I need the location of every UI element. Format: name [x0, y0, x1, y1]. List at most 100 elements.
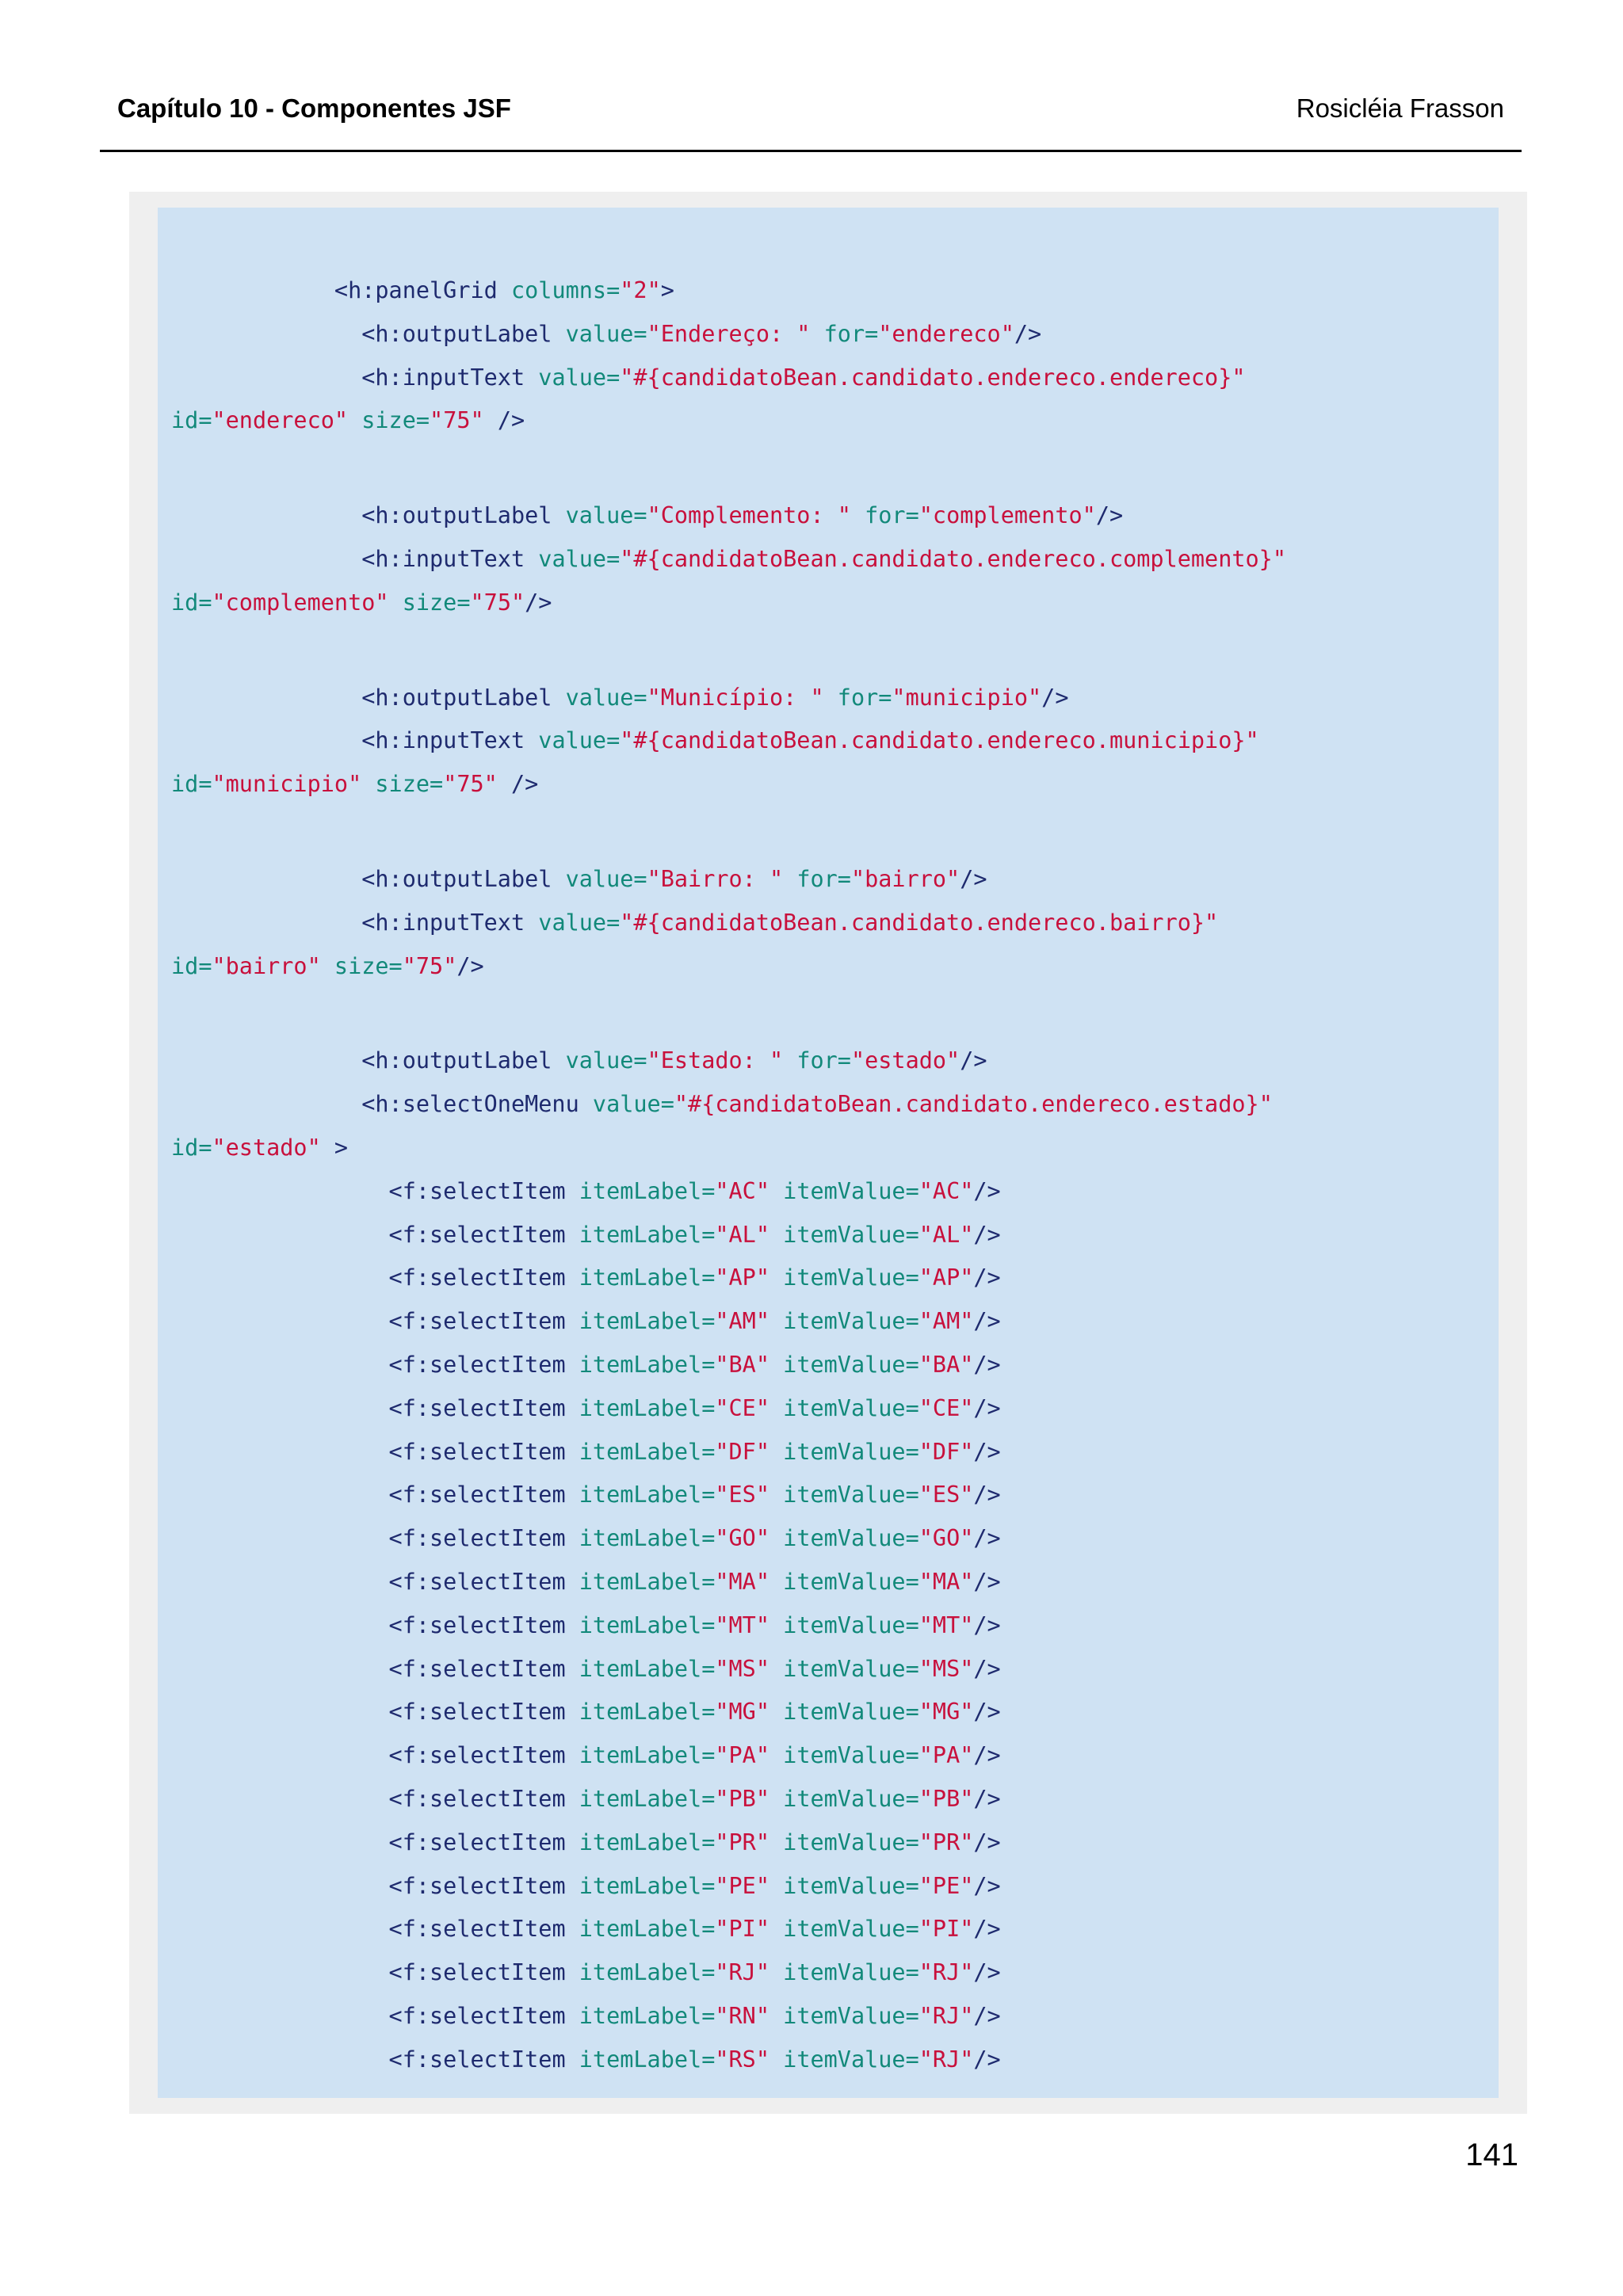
code-value: "ES": [918, 1482, 974, 1508]
code-tag: />: [973, 1959, 1001, 1986]
code-tag: <f:selectItem: [388, 1916, 579, 1943]
code-tag: />: [973, 1699, 1001, 1726]
code-value: "RS": [715, 2046, 784, 2073]
code-value: "ES": [715, 1482, 784, 1508]
code-tag: />: [973, 1785, 1001, 1812]
blank-line: [171, 988, 1487, 1039]
code-value: "2": [620, 277, 661, 303]
code-attribute: itemLabel=: [579, 1177, 716, 1204]
code-tag: <h:outputLabel: [361, 865, 566, 892]
code-line: <h:outputLabel value="Complemento: " for…: [171, 494, 1487, 538]
code-line: <h:outputLabel value="Bairro: " for="bai…: [171, 858, 1487, 902]
code-value: "estado": [212, 1134, 334, 1161]
code-tag: />: [1041, 684, 1069, 711]
code-value: "CE": [715, 1394, 784, 1421]
code-attribute: value=: [538, 909, 621, 936]
code-line: <h:inputText value="#{candidatoBean.cand…: [171, 902, 1487, 945]
code-attribute: itemValue=: [783, 1611, 919, 1638]
code-value: "75": [402, 952, 457, 979]
code-attribute: value=: [538, 545, 621, 572]
code-value: "endereco": [878, 320, 1014, 347]
code-tag: <f:selectItem: [388, 1221, 579, 1248]
code-attribute: itemLabel=: [579, 1699, 716, 1726]
code-value: "MS": [918, 1655, 974, 1682]
code-tag: />: [973, 1308, 1001, 1335]
code-attribute: itemValue=: [783, 1655, 919, 1682]
code-value: "AM": [918, 1308, 974, 1335]
code-attribute: id=: [171, 407, 212, 434]
code-line: <h:inputText value="#{candidatoBean.cand…: [171, 538, 1487, 582]
code-tag: />: [973, 1264, 1001, 1291]
code-value: "MT": [715, 1611, 784, 1638]
header-divider: [100, 150, 1522, 152]
code-attribute: itemValue=: [783, 1351, 919, 1378]
code-value: "BA": [918, 1351, 974, 1378]
code-attribute: for=: [796, 1047, 851, 1074]
code-tag: />: [973, 1482, 1001, 1508]
code-line: <f:selectItem itemLabel="MT" itemValue="…: [171, 1604, 1487, 1648]
code-value: "RN": [715, 2002, 784, 2029]
code-tag: <h:inputText: [361, 364, 539, 391]
code-value: "PR": [715, 1829, 784, 1855]
code-tag: />: [973, 1221, 1001, 1248]
code-value: "AC": [715, 1177, 784, 1204]
code-line: id="estado" >: [171, 1127, 1487, 1170]
code-attribute: itemValue=: [783, 2002, 919, 2029]
code-tag: />: [973, 1394, 1001, 1421]
code-value: "Estado: ": [647, 1047, 797, 1074]
code-attribute: itemLabel=: [579, 1221, 716, 1248]
code-attribute: value=: [565, 320, 647, 347]
code-line: <f:selectItem itemLabel="MG" itemValue="…: [171, 1691, 1487, 1734]
code-tag: />: [973, 1177, 1001, 1204]
code-tag: <h:selectOneMenu: [361, 1091, 593, 1118]
code-attribute: itemValue=: [783, 1872, 919, 1899]
code-line: <f:selectItem itemLabel="RN" itemValue="…: [171, 1995, 1487, 2039]
code-tag: />: [973, 1872, 1001, 1899]
code-line: <f:selectItem itemLabel="ES" itemValue="…: [171, 1474, 1487, 1517]
code-value: "PR": [918, 1829, 974, 1855]
code-tag: <f:selectItem: [388, 1525, 579, 1552]
code-value: "GO": [715, 1525, 784, 1552]
code-value: "#{candidatoBean.candidato.endereco.comp…: [620, 545, 1286, 572]
code-block: [158, 208, 1499, 2098]
code-line: <h:inputText value="#{candidatoBean.cand…: [171, 719, 1487, 763]
code-tag: <f:selectItem: [388, 1742, 579, 1769]
code-value: "AL": [918, 1221, 974, 1248]
code-line: <f:selectItem itemLabel="PR" itemValue="…: [171, 1821, 1487, 1865]
code-attribute: itemValue=: [783, 1438, 919, 1465]
code-line: <f:selectItem itemLabel="AL" itemValue="…: [171, 1214, 1487, 1257]
code-value: "PB": [918, 1785, 974, 1812]
code-line: <f:selectItem itemLabel="PE" itemValue="…: [171, 1865, 1487, 1909]
code-attribute: itemLabel=: [579, 1525, 716, 1552]
code-value: "PI": [715, 1916, 784, 1943]
code-tag: />: [973, 1438, 1001, 1465]
code-attribute: id=: [171, 771, 212, 798]
code-tag: />: [525, 589, 552, 616]
code-value: "CE": [918, 1394, 974, 1421]
code-attribute: itemLabel=: [579, 1394, 716, 1421]
code-value: "bairro": [212, 952, 334, 979]
code-attribute: for=: [796, 865, 851, 892]
code-attribute: value=: [565, 684, 647, 711]
code-line: <f:selectItem itemLabel="PB" itemValue="…: [171, 1778, 1487, 1821]
code-attribute: itemValue=: [783, 1394, 919, 1421]
code-tag: <f:selectItem: [388, 1351, 579, 1378]
code-value: "PA": [918, 1742, 974, 1769]
code-value: "#{candidatoBean.candidato.endereco.muni…: [620, 727, 1259, 754]
code-tag: <f:selectItem: [388, 1872, 579, 1899]
code-attribute: itemValue=: [783, 1264, 919, 1291]
code-attribute: columns=: [510, 277, 621, 303]
code-value: "PI": [918, 1916, 974, 1943]
code-value: "complemento": [918, 502, 1096, 529]
code-value: "RJ": [918, 2046, 974, 2073]
code-attribute: itemLabel=: [579, 1351, 716, 1378]
code-tag: <h:outputLabel: [361, 320, 566, 347]
code-value: "AP": [918, 1264, 974, 1291]
code-value: "MG": [715, 1699, 784, 1726]
code-attribute: itemValue=: [783, 1742, 919, 1769]
code-value: "75": [430, 407, 498, 434]
code-line: <h:outputLabel value="Estado: " for="est…: [171, 1039, 1487, 1083]
code-value: "Complemento: ": [647, 502, 865, 529]
code-line: <f:selectItem itemLabel="MA" itemValue="…: [171, 1561, 1487, 1604]
code-tag: />: [973, 1611, 1001, 1638]
